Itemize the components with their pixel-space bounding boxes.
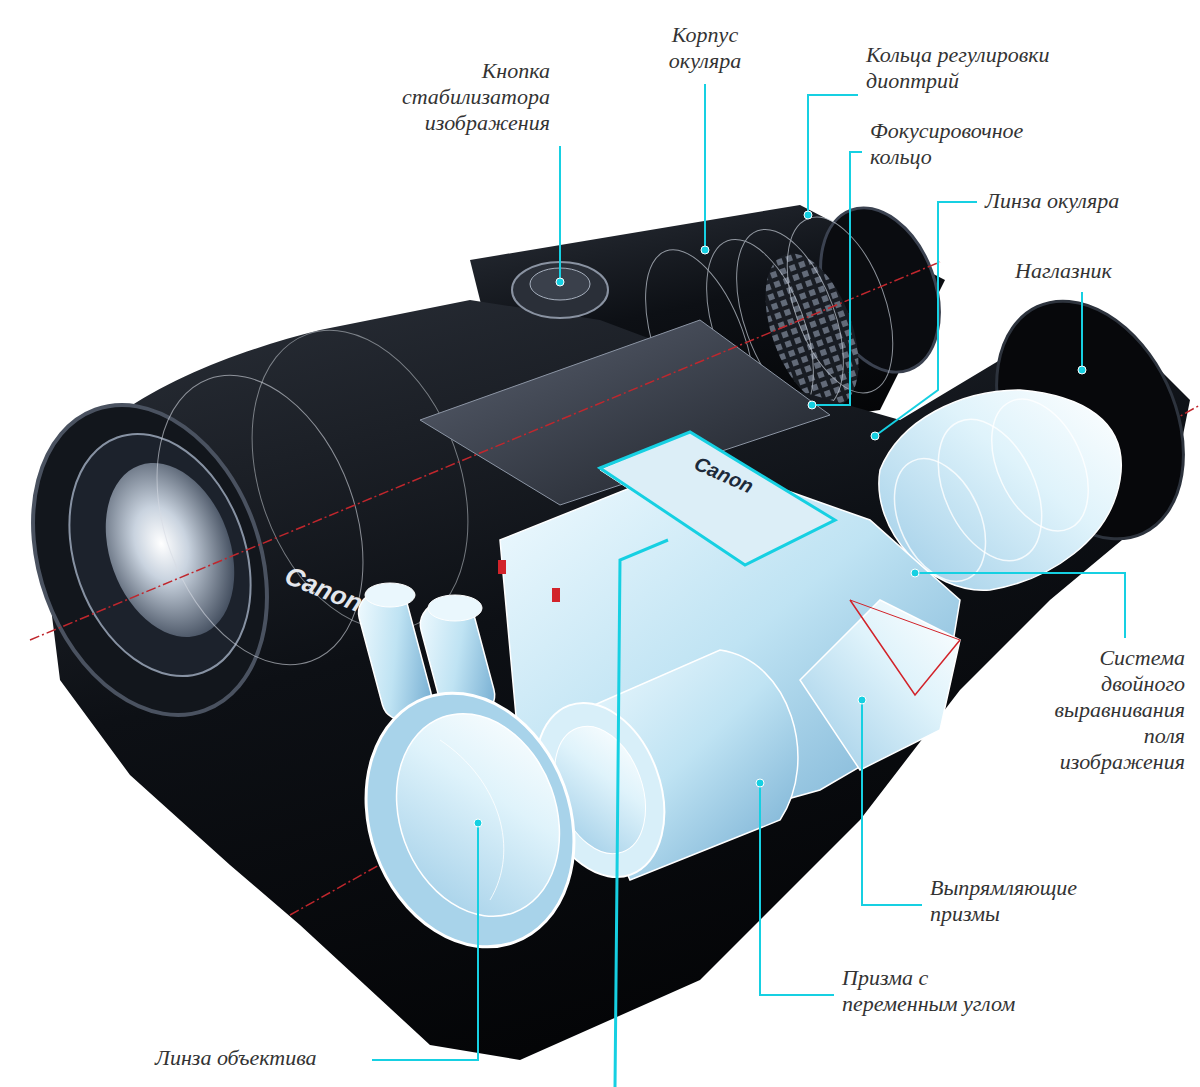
part-label: Кольца регулировки диоптрий: [866, 42, 1116, 94]
part-label: Наглазник: [1015, 258, 1165, 284]
brand-logo: Canon: [280, 560, 367, 619]
part-label: Линза объектива: [155, 1045, 370, 1071]
left-objective: [0, 300, 507, 748]
part-label: Линза окуляра: [985, 188, 1185, 214]
brand-logo: Canon: [691, 452, 757, 498]
part-label: Призма с переменным углом: [842, 965, 1017, 1017]
leader-dots: [474, 211, 1086, 827]
part-label: Выпрямляющие призмы: [930, 875, 1130, 927]
part-label: Кнопка стабилизатора изображения: [380, 58, 550, 136]
part-label: Система двойного выравнивания поля изобр…: [1045, 645, 1185, 775]
part-label: Корпус окуляра: [640, 22, 770, 74]
leader-lines: [372, 84, 1125, 1087]
part-label: Фокусировочное кольцо: [870, 118, 1070, 170]
